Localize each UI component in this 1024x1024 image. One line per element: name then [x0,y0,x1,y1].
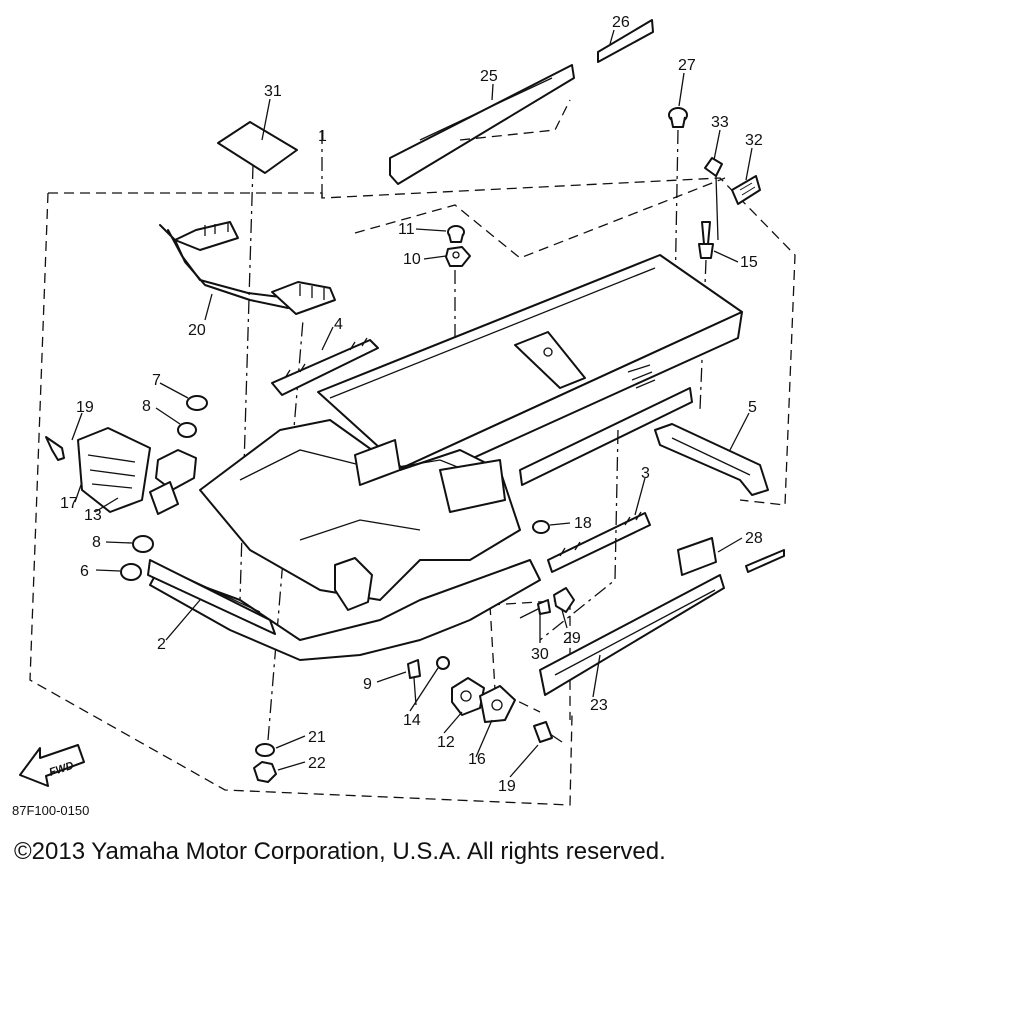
callout-21: 21 [308,729,326,746]
part-32-reflector [731,175,761,205]
part-3-bracket [547,511,651,573]
part-8-bushing-upper [177,422,197,438]
callout-2: 2 [157,636,166,653]
part-27-cap [668,107,688,300]
part-17-mount [77,427,151,513]
part-28-decal [677,537,785,576]
callout-4: 4 [334,316,343,333]
part-13-spindle [149,449,197,515]
callout-19-upper: 19 [76,399,94,416]
part-26-strip [597,19,654,63]
part-9-bolt [407,659,421,706]
fwd-arrow-icon: FWD [19,744,85,787]
part-19-bolt-upper [45,436,65,461]
part-11-cap [447,225,465,243]
part-20-handle [159,221,336,315]
part-6-bushing [120,563,142,581]
part-7-bushing [186,395,208,411]
callout-28: 28 [745,530,763,547]
callout-labels: 31 26 25 27 33 32 1 11 10 15 20 4 7 8 19… [60,14,763,795]
callout-15: 15 [740,254,758,271]
callout-31: 31 [264,83,282,100]
callout-14: 14 [403,712,421,729]
callout-11: 11 [398,221,415,238]
callout-13: 13 [84,507,102,524]
part-16-plate [479,685,516,723]
callout-23: 23 [590,697,608,714]
part-33-nut [704,157,723,241]
part-29-clip [553,587,575,613]
callout-18: 18 [574,515,592,532]
part-18-cap [532,520,550,534]
copyright-notice: ©2013 Yamaha Motor Corporation, U.S.A. A… [14,838,666,865]
chassis-body [199,419,521,611]
part-30-bolt [519,599,551,619]
part-19-bolt-lower [533,721,563,743]
callout-33: 33 [711,114,729,131]
callout-29: 29 [563,630,581,647]
part-5-bracket [654,423,769,496]
callout-1: 1 [318,128,327,145]
part-4-bracket [271,337,379,396]
part-21-washer [255,743,275,757]
callout-32: 32 [745,132,763,149]
callout-12: 12 [437,734,455,751]
callout-16: 16 [468,751,486,768]
part-12-plate [451,677,485,716]
part-14-nut [436,656,450,670]
callout-17: 17 [60,495,78,512]
callout-7: 7 [152,372,161,389]
part-2-bumper [147,559,541,661]
part-25-cover [389,64,575,185]
callout-26: 26 [612,14,630,31]
drawing-code: 87F100-0150 [12,803,89,818]
part-8-bushing-lower [132,535,154,553]
callout-27: 27 [678,57,696,74]
part-23-runner [539,429,725,696]
part-31-decal [217,121,298,174]
callout-20: 20 [188,322,206,339]
callout-3: 3 [641,465,650,482]
callout-6: 6 [80,563,89,580]
callout-8-upper: 8 [142,398,151,415]
part-22-nut [253,761,277,783]
callout-8-lower: 8 [92,534,101,551]
leader-lines [71,29,753,778]
callout-9: 9 [363,676,372,693]
callout-19-lower: 19 [498,778,516,795]
callout-30: 30 [531,646,549,663]
callout-10: 10 [403,251,421,268]
part-10-bracket [445,246,471,380]
callout-5: 5 [748,399,757,416]
callout-22: 22 [308,755,326,772]
callout-25: 25 [480,68,498,85]
